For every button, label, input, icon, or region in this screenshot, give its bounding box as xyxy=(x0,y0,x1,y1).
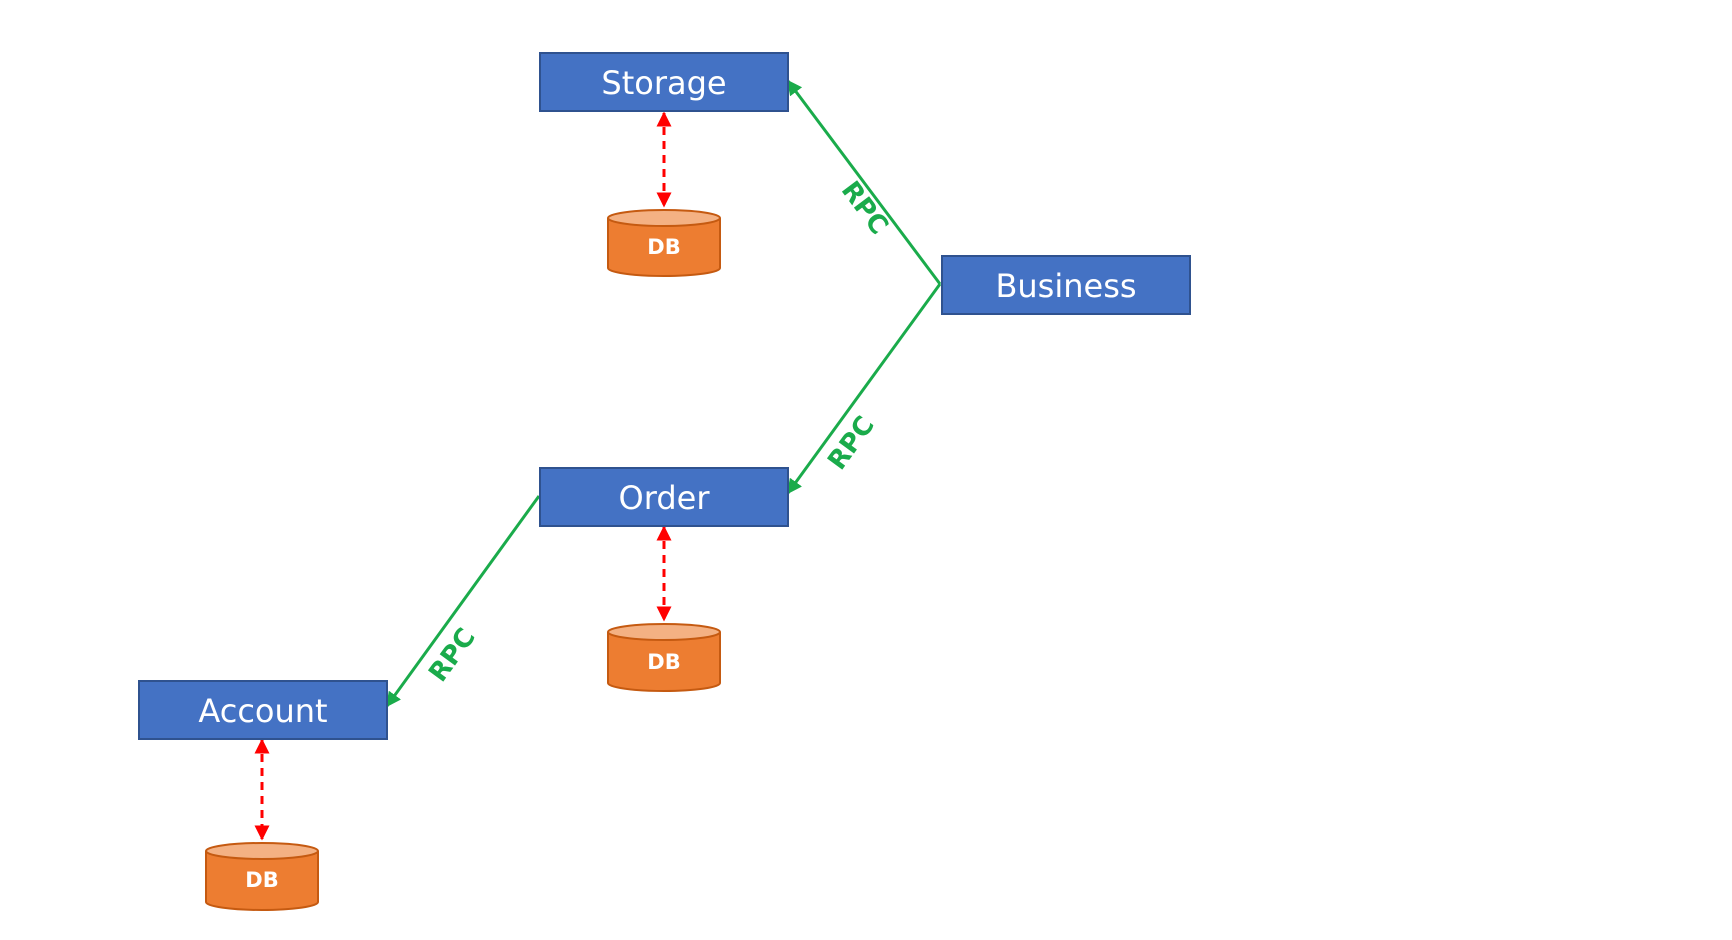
business-service: Business xyxy=(941,255,1191,315)
order-database: DB xyxy=(607,623,721,692)
account-service: Account xyxy=(138,680,388,740)
storage-database: DB xyxy=(607,209,721,277)
storage-service: Storage xyxy=(539,52,789,112)
account-db-label: DB xyxy=(245,868,278,892)
account-database: DB xyxy=(205,842,319,911)
storage-service-label: Storage xyxy=(601,64,726,102)
rpc-label-order: RPC xyxy=(822,411,880,476)
business-service-label: Business xyxy=(995,267,1136,305)
account-service-label: Account xyxy=(198,692,327,730)
rpc-link-order-account xyxy=(385,495,541,708)
order-db-label: DB xyxy=(647,650,680,674)
order-service: Order xyxy=(539,467,789,527)
order-service-label: Order xyxy=(619,479,711,517)
storage-db-label: DB xyxy=(647,235,680,259)
rpc-link-business-storage xyxy=(786,79,942,285)
rpc-link-business-order xyxy=(786,283,942,495)
rpc-label-account: RPC xyxy=(423,623,481,688)
